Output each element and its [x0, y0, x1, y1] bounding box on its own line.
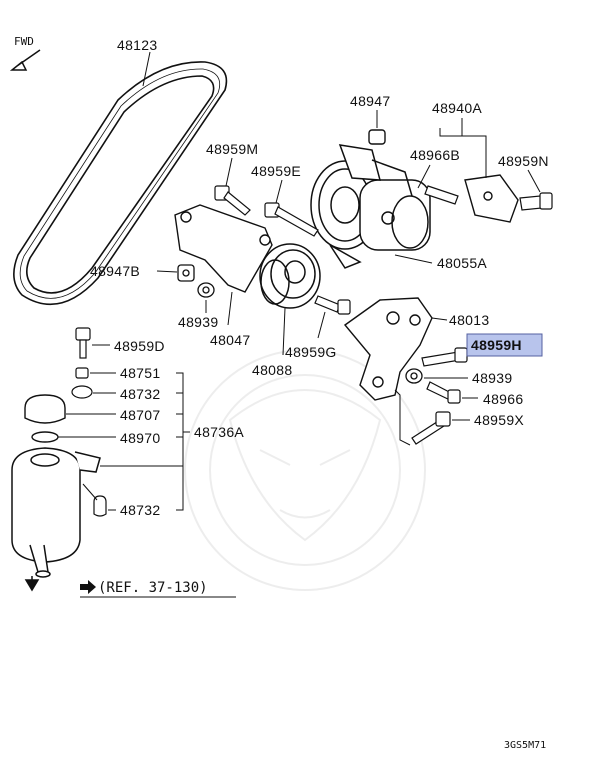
bolt-48959G [314, 295, 351, 315]
diagram-code: 3GS5M71 [504, 740, 546, 751]
part-label-48959E[interactable]: 48959E [251, 163, 301, 179]
part-label-48959D[interactable]: 48959D [114, 338, 165, 354]
bolt-48959D [75, 327, 91, 359]
part-label-48959H[interactable]: 48959H [471, 337, 522, 353]
part-label-48959M[interactable]: 48959M [206, 141, 258, 157]
highlight-box-48959H [466, 333, 543, 357]
bracket-48047 [174, 204, 273, 293]
reservoir-cap-48707 [24, 394, 66, 424]
part-label-48707[interactable]: 48707 [120, 407, 160, 423]
part-label-48940A[interactable]: 48940A [432, 100, 482, 116]
part-label-48947-top[interactable]: 48947 [350, 93, 390, 109]
bracket-48940A [464, 174, 519, 223]
bolt-48959N [519, 192, 553, 211]
bolt-48959M [214, 185, 251, 216]
stud-48966B [424, 185, 459, 205]
part-label-48959X[interactable]: 48959X [474, 412, 524, 428]
arrow-right-icon [80, 580, 96, 594]
part-label-48088[interactable]: 48088 [252, 362, 292, 378]
bolt-48959X [411, 411, 451, 445]
watermark-emblem [184, 349, 426, 591]
part-label-48966B[interactable]: 48966B [410, 147, 460, 163]
nut-48947B [177, 264, 195, 282]
clip-48751 [75, 367, 89, 379]
part-label-48939-left[interactable]: 48939 [178, 314, 218, 330]
part-label-48732-bottom[interactable]: 48732 [120, 502, 160, 518]
reservoir-leaders [58, 372, 190, 511]
grommet-48732-top [71, 385, 93, 399]
part-label-48751[interactable]: 48751 [120, 365, 160, 381]
washer-48939-right [405, 368, 423, 384]
part-label-48055A[interactable]: 48055A [437, 255, 487, 271]
part-label-48123[interactable]: 48123 [117, 37, 157, 53]
reservoir-tank [11, 447, 101, 578]
part-label-48959N[interactable]: 48959N [498, 153, 549, 169]
part-label-48966[interactable]: 48966 [483, 391, 523, 407]
part-label-48970[interactable]: 48970 [120, 430, 160, 446]
part-label-48736A[interactable]: 48736A [194, 424, 244, 440]
part-label-48732-top[interactable]: 48732 [120, 386, 160, 402]
bolt-48959H [421, 347, 468, 367]
part-label-48013[interactable]: 48013 [449, 312, 489, 328]
bracket-48013 [343, 297, 433, 401]
nut-48947 [368, 129, 386, 145]
v-belt [13, 61, 228, 306]
fwd-indicator: FWD [9, 35, 41, 71]
part-label-48959G[interactable]: 48959G [285, 344, 337, 360]
bolt-48959E [264, 202, 319, 237]
part-label-48047[interactable]: 48047 [210, 332, 250, 348]
part-label-48939-right[interactable]: 48939 [472, 370, 512, 386]
reference-label[interactable]: (REF. 37-130) [98, 580, 208, 596]
fwd-label: FWD [14, 35, 34, 48]
grommet-48732-bottom [93, 495, 107, 517]
outlet-arrow-icon [24, 576, 40, 592]
reference-link[interactable]: (REF. 37-130) [80, 580, 236, 598]
stud-48966 [426, 381, 461, 404]
power-steering-pump [310, 144, 431, 269]
o-ring-48970 [31, 431, 59, 443]
fwd-arrow-icon [9, 49, 41, 71]
idler-pulley-48088 [259, 243, 321, 309]
washer-48939-left [197, 282, 215, 298]
part-label-48947B[interactable]: 48947B [90, 263, 140, 279]
